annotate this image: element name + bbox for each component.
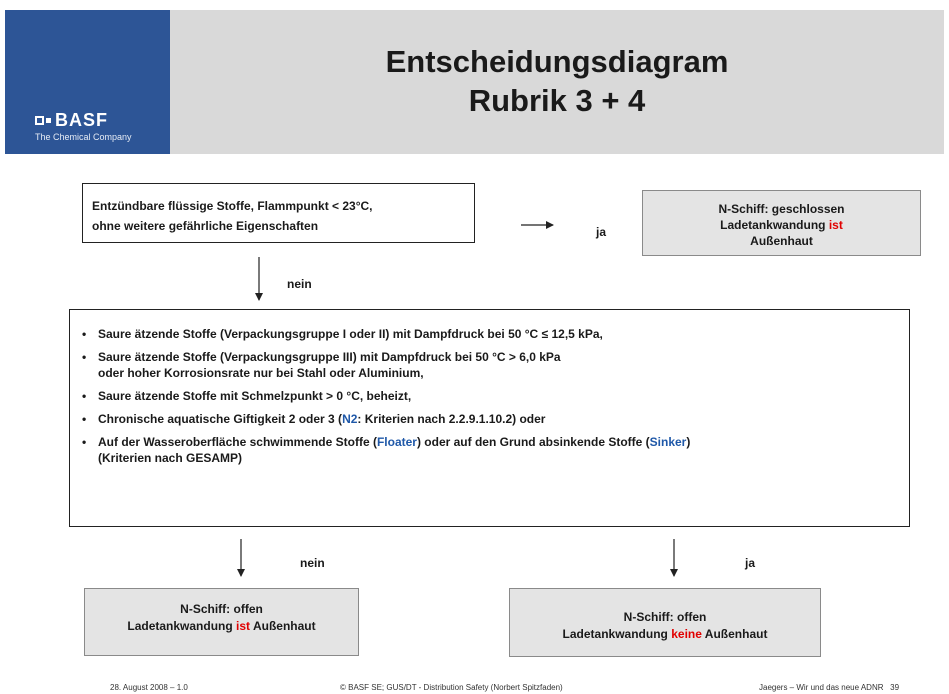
- footer-page-info: Jaegers – Wir und das neue ADNR 39: [759, 683, 900, 692]
- result-open-keine-text: Ladetankwandung: [562, 627, 672, 641]
- result-closed-line-1: N-Schiff: geschlossen: [718, 202, 845, 216]
- sinker-highlight: Sinker: [649, 435, 687, 449]
- slide-title: Entscheidungsdiagram Rubrik 3 + 4: [170, 42, 944, 120]
- criteria-item-5-text: Auf der Wasseroberfläche schwimmende Sto…: [98, 435, 377, 449]
- result-open-keine-line-2: Ladetankwandung keine Außenhaut: [516, 626, 814, 643]
- footer-date: 28. August 2008 – 1.0: [110, 683, 188, 692]
- basf-logo-icon: [35, 112, 55, 130]
- slide-header: BASF The Chemical Company Entscheidungsd…: [5, 10, 944, 154]
- result-closed-line-3: Außenhaut: [750, 234, 813, 248]
- logo-subtitle: The Chemical Company: [35, 132, 132, 142]
- criteria-item-5-text-mid: ) oder auf den Grund absinkende Stoffe (: [416, 435, 650, 449]
- result-open-ist-line-2: Ladetankwandung ist Außenhaut: [91, 618, 352, 635]
- flammable-liquids-box: Entzündbare flüssige Stoffe, Flammpunkt …: [82, 183, 475, 243]
- result-open-ist-text-end: Außenhaut: [250, 619, 316, 633]
- floater-highlight: Floater: [376, 435, 417, 449]
- criteria-item-4-text-end: : Kriterien nach 2.2.9.1.10.2) oder: [357, 412, 546, 426]
- result-open-ist-box: N-Schiff: offen Ladetankwandung ist Auße…: [84, 588, 359, 656]
- result-open-keine-highlight: keine: [671, 627, 702, 641]
- result-closed-text: Ladetankwandung: [720, 218, 829, 232]
- result-closed-box: N-Schiff: geschlossen Ladetankwandung is…: [642, 190, 921, 256]
- criteria-list: Saure ätzende Stoffe (Verpackungsgruppe …: [82, 326, 897, 466]
- label-nein-bottom: nein: [300, 556, 325, 570]
- criteria-item-4: Chronische aquatische Giftigkeit 2 oder …: [82, 411, 897, 427]
- result-open-keine-text-end: Außenhaut: [701, 627, 768, 641]
- criteria-item-4-highlight: N2: [342, 412, 358, 426]
- criteria-item-1: Saure ätzende Stoffe (Verpackungsgruppe …: [82, 326, 897, 342]
- result-open-ist-text: Ladetankwandung: [127, 619, 237, 633]
- label-nein-mid: nein: [287, 277, 312, 291]
- result-open-keine-box: N-Schiff: offen Ladetankwandung keine Au…: [509, 588, 821, 657]
- title-line-2: Rubrik 3 + 4: [468, 83, 646, 118]
- flammable-line-2: ohne weitere gefährliche Eigenschaften: [92, 219, 319, 233]
- criteria-item-2-line-2: oder hoher Korrosionsrate nur bei Stahl …: [98, 366, 424, 380]
- flammable-line-1: Entzündbare flüssige Stoffe, Flammpunkt …: [92, 199, 373, 213]
- logo-text: BASF: [55, 110, 108, 130]
- basf-logo: BASF The Chemical Company: [35, 110, 132, 142]
- criteria-item-4-text: Chronische aquatische Giftigkeit 2 oder …: [98, 412, 343, 426]
- result-open-ist-highlight: ist: [236, 619, 251, 633]
- result-closed-highlight: ist: [828, 218, 843, 232]
- criteria-item-5-line-2: (Kriterien nach GESAMP): [98, 451, 243, 465]
- title-line-1: Entscheidungsdiagram: [385, 44, 729, 79]
- criteria-item-5: Auf der Wasseroberfläche schwimmende Sto…: [82, 434, 897, 466]
- criteria-box: Saure ätzende Stoffe (Verpackungsgruppe …: [69, 309, 910, 527]
- criteria-item-2-line-1: Saure ätzende Stoffe (Verpackungsgruppe …: [98, 350, 561, 364]
- result-open-keine-line-1: N-Schiff: offen: [623, 610, 707, 624]
- criteria-item-5-line-1: Auf der Wasseroberfläche schwimmende Sto…: [98, 434, 897, 450]
- logo-panel: BASF The Chemical Company: [5, 10, 170, 154]
- criteria-item-2: Saure ätzende Stoffe (Verpackungsgruppe …: [82, 349, 897, 381]
- result-closed-line-2: Ladetankwandung ist: [649, 217, 914, 233]
- label-ja-top: ja: [596, 225, 607, 239]
- result-open-ist-line-1: N-Schiff: offen: [180, 602, 263, 616]
- label-ja-bottom: ja: [745, 556, 756, 570]
- criteria-item-5-text-end: ): [686, 435, 691, 449]
- footer-copyright: © BASF SE; GUS/DT - Distribution Safety …: [340, 683, 563, 692]
- criteria-item-3: Saure ätzende Stoffe mit Schmelzpunkt > …: [82, 388, 897, 404]
